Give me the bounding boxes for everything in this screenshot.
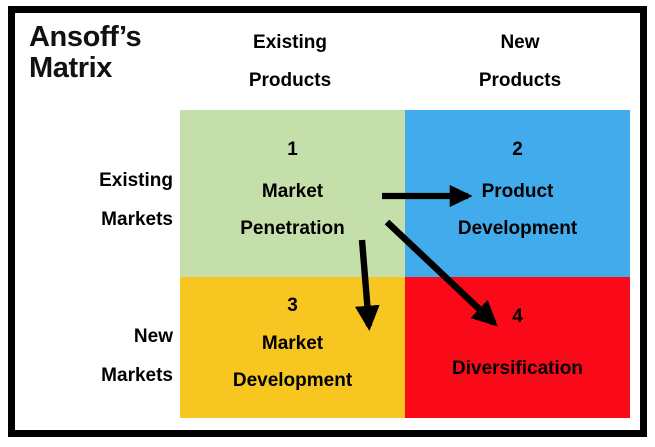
quadrant-label: Diversification — [452, 358, 583, 380]
quadrant-label: Product Development — [457, 180, 578, 239]
quadrant-market-penetration[interactable]: 1 Market Penetration — [180, 110, 405, 277]
matrix-grid: 1 Market Penetration 2 Product Developme… — [180, 110, 630, 418]
quadrant-number: 4 — [512, 306, 523, 328]
column-header-new-products: New Products — [478, 32, 562, 91]
row-header-existing-markets: Existing Markets — [99, 170, 173, 230]
quadrant-number: 1 — [287, 138, 298, 160]
diagram-title: Ansoff’s Matrix — [29, 21, 142, 85]
quadrant-number: 2 — [512, 138, 523, 160]
quadrant-market-development[interactable]: 3 Market Development — [180, 277, 405, 418]
row-header-new-markets: New Markets — [101, 326, 173, 386]
quadrant-number: 3 — [287, 294, 298, 316]
quadrant-product-development[interactable]: 2 Product Development — [405, 110, 630, 277]
column-header-existing-products: Existing Products — [248, 32, 332, 91]
quadrant-label: Market Development — [232, 332, 353, 391]
quadrant-label: Market Penetration — [240, 180, 345, 239]
quadrant-diversification[interactable]: 4 Diversification — [405, 277, 630, 418]
